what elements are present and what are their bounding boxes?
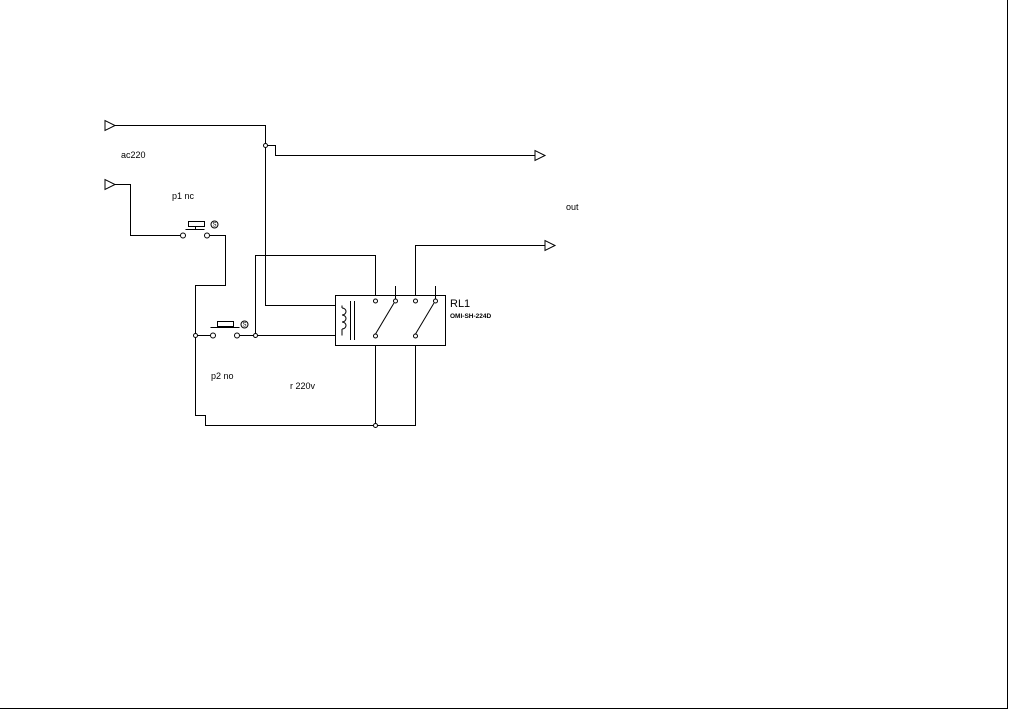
wire-latch bbox=[255, 255, 376, 336]
wire-to-out-1 bbox=[265, 145, 535, 156]
relay-coil bbox=[341, 301, 355, 340]
label-ac220: ac220 bbox=[121, 150, 146, 160]
pushbutton-p1[interactable]: S bbox=[180, 220, 219, 239]
output-port-1[interactable] bbox=[534, 149, 547, 162]
label-p2: p2 no bbox=[211, 371, 234, 381]
junctions bbox=[193, 143, 378, 428]
label-out: out bbox=[566, 202, 579, 212]
junction-dot bbox=[253, 333, 258, 338]
input-port-p1[interactable] bbox=[104, 178, 117, 191]
wire-ac220-main bbox=[115, 125, 335, 306]
relay-contact-2 bbox=[413, 286, 438, 339]
input-port-ac220[interactable] bbox=[104, 119, 117, 132]
svg-text:S: S bbox=[212, 223, 216, 229]
output-port-2[interactable] bbox=[544, 239, 557, 252]
junction-dot bbox=[373, 423, 378, 428]
wire-p1-input bbox=[115, 184, 180, 236]
junction-dot bbox=[193, 333, 198, 338]
label-p1: p1 nc bbox=[172, 191, 195, 201]
relay-body bbox=[335, 295, 446, 346]
svg-text:S: S bbox=[242, 323, 246, 329]
wire-left-return bbox=[195, 335, 416, 426]
wires bbox=[115, 125, 545, 426]
junction-dot bbox=[263, 143, 268, 148]
label-relay-ref: RL1 bbox=[450, 298, 470, 310]
wire-p1-to-p2 bbox=[195, 235, 226, 336]
pushbutton-p2[interactable]: S bbox=[210, 320, 249, 339]
wire-to-out-2 bbox=[415, 245, 545, 300]
label-relay-part: OMI-SH-224D bbox=[450, 313, 491, 320]
relay-contact-1 bbox=[373, 286, 398, 339]
relay-rl1[interactable] bbox=[335, 286, 446, 346]
label-relay-voltage: r 220v bbox=[290, 381, 316, 391]
